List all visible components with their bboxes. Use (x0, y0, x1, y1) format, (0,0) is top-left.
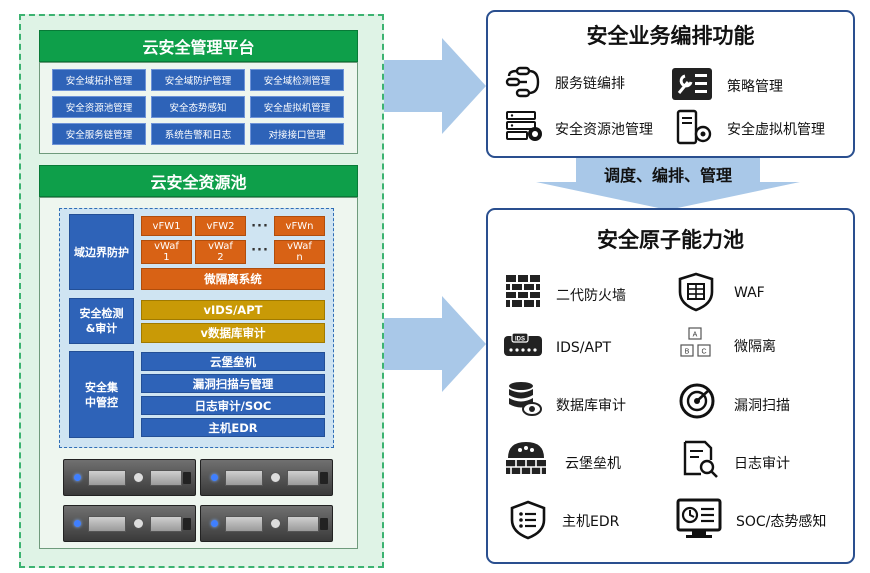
cap-host-edr[interactable]: 主机EDR (562, 514, 620, 530)
boundary-label: 域边界防护 (69, 214, 134, 290)
feature-policy[interactable]: 策略管理 (727, 79, 783, 95)
vids-apt[interactable]: vIDS/APT (141, 300, 325, 320)
arrow-down-link (536, 158, 800, 210)
cap-bastion[interactable]: 云堡垒机 (565, 456, 621, 472)
module-topology[interactable]: 安全域拓扑管理 (52, 69, 146, 91)
atomic-title: 安全原子能力池 (597, 228, 744, 252)
svg-text:B: B (685, 349, 690, 356)
platform-title: 云安全管理平台 (39, 30, 358, 62)
ids-device-icon: IDS (504, 333, 542, 356)
cap-waf[interactable]: WAF (734, 285, 765, 301)
bastion-icon (506, 442, 546, 474)
module-detection[interactable]: 安全域检测管理 (250, 69, 344, 91)
vwaf-n[interactable]: vWaf n (274, 240, 325, 264)
server-icon (200, 505, 333, 542)
micro-isolation-icon: A B C (680, 327, 711, 357)
arrow-to-atomic (384, 296, 486, 392)
server-icon (63, 505, 196, 542)
module-vm[interactable]: 安全虚拟机管理 (250, 96, 344, 118)
cap-log-audit[interactable]: 日志审计 (734, 456, 790, 472)
pool-title: 云安全资源池 (39, 165, 358, 197)
micro-isolation-system[interactable]: 微隔离系统 (141, 268, 325, 290)
v-db-audit[interactable]: v数据库审计 (141, 323, 325, 343)
svg-text:A: A (693, 332, 698, 339)
module-protection[interactable]: 安全域防护管理 (151, 69, 245, 91)
firewall-icon (506, 275, 540, 307)
feature-vm[interactable]: 安全虚拟机管理 (727, 122, 825, 138)
cap-vuln-scan[interactable]: 漏洞扫描 (734, 398, 790, 414)
orchestration-title: 安全业务编排功能 (586, 24, 755, 48)
module-situation[interactable]: 安全态势感知 (151, 96, 245, 118)
log-audit-icon (683, 440, 718, 478)
cap-db-audit[interactable]: 数据库审计 (556, 398, 626, 414)
service-chain-icon (505, 66, 540, 98)
module-alarm-log[interactable]: 系统告警和日志 (151, 123, 245, 145)
vfw-ellipsis: ··· (251, 218, 269, 234)
arrow-to-orchestration (384, 38, 486, 134)
central-label: 安全集中管控 (69, 351, 134, 438)
host-edr[interactable]: 主机EDR (141, 418, 325, 437)
vwaf-1[interactable]: vWaf 1 (141, 240, 192, 264)
module-interface[interactable]: 对接接口管理 (250, 123, 344, 145)
database-audit-icon (509, 382, 542, 416)
log-audit-soc[interactable]: 日志审计/SOC (141, 396, 325, 415)
vwaf-2[interactable]: vWaf 2 (195, 240, 246, 264)
module-service-chain[interactable]: 安全服务链管理 (52, 123, 146, 145)
feature-resource-pool[interactable]: 安全资源池管理 (555, 122, 653, 138)
feature-service-chain[interactable]: 服务链编排 (555, 76, 625, 92)
cap-firewall[interactable]: 二代防火墙 (556, 288, 626, 304)
host-edr-icon (510, 500, 546, 540)
svg-text:IDS: IDS (515, 337, 525, 343)
vfw-n[interactable]: vFWn (274, 216, 325, 236)
vfw-2[interactable]: vFW2 (195, 216, 246, 236)
cap-ids-apt[interactable]: IDS/APT (556, 340, 612, 356)
vfw-1[interactable]: vFW1 (141, 216, 192, 236)
server-icon (200, 459, 333, 496)
cap-soc[interactable]: SOC/态势感知 (736, 514, 827, 530)
detect-label: 安全检测&审计 (69, 298, 134, 344)
soc-monitor-icon (676, 498, 722, 538)
radar-scan-icon (679, 383, 715, 419)
module-resource-pool[interactable]: 安全资源池管理 (52, 96, 146, 118)
cap-micro-isolation[interactable]: 微隔离 (734, 339, 776, 355)
orchestration-box (486, 10, 855, 158)
cloud-bastion[interactable]: 云堡垒机 (141, 352, 325, 371)
server-gear-icon (506, 111, 542, 141)
svg-text:C: C (701, 349, 706, 356)
server-icon (63, 459, 196, 496)
policy-icon (672, 68, 712, 100)
link-label: 调度、编排、管理 (603, 166, 732, 185)
waf-shield-icon (678, 272, 714, 312)
atomic-box (486, 208, 855, 564)
vwaf-ellipsis: ··· (251, 242, 269, 258)
platform-modules-panel: 安全域拓扑管理 安全域防护管理 安全域检测管理 安全资源池管理 安全态势感知 安… (39, 62, 358, 154)
vuln-scan[interactable]: 漏洞扫描与管理 (141, 374, 325, 393)
vm-gear-icon (676, 109, 712, 145)
